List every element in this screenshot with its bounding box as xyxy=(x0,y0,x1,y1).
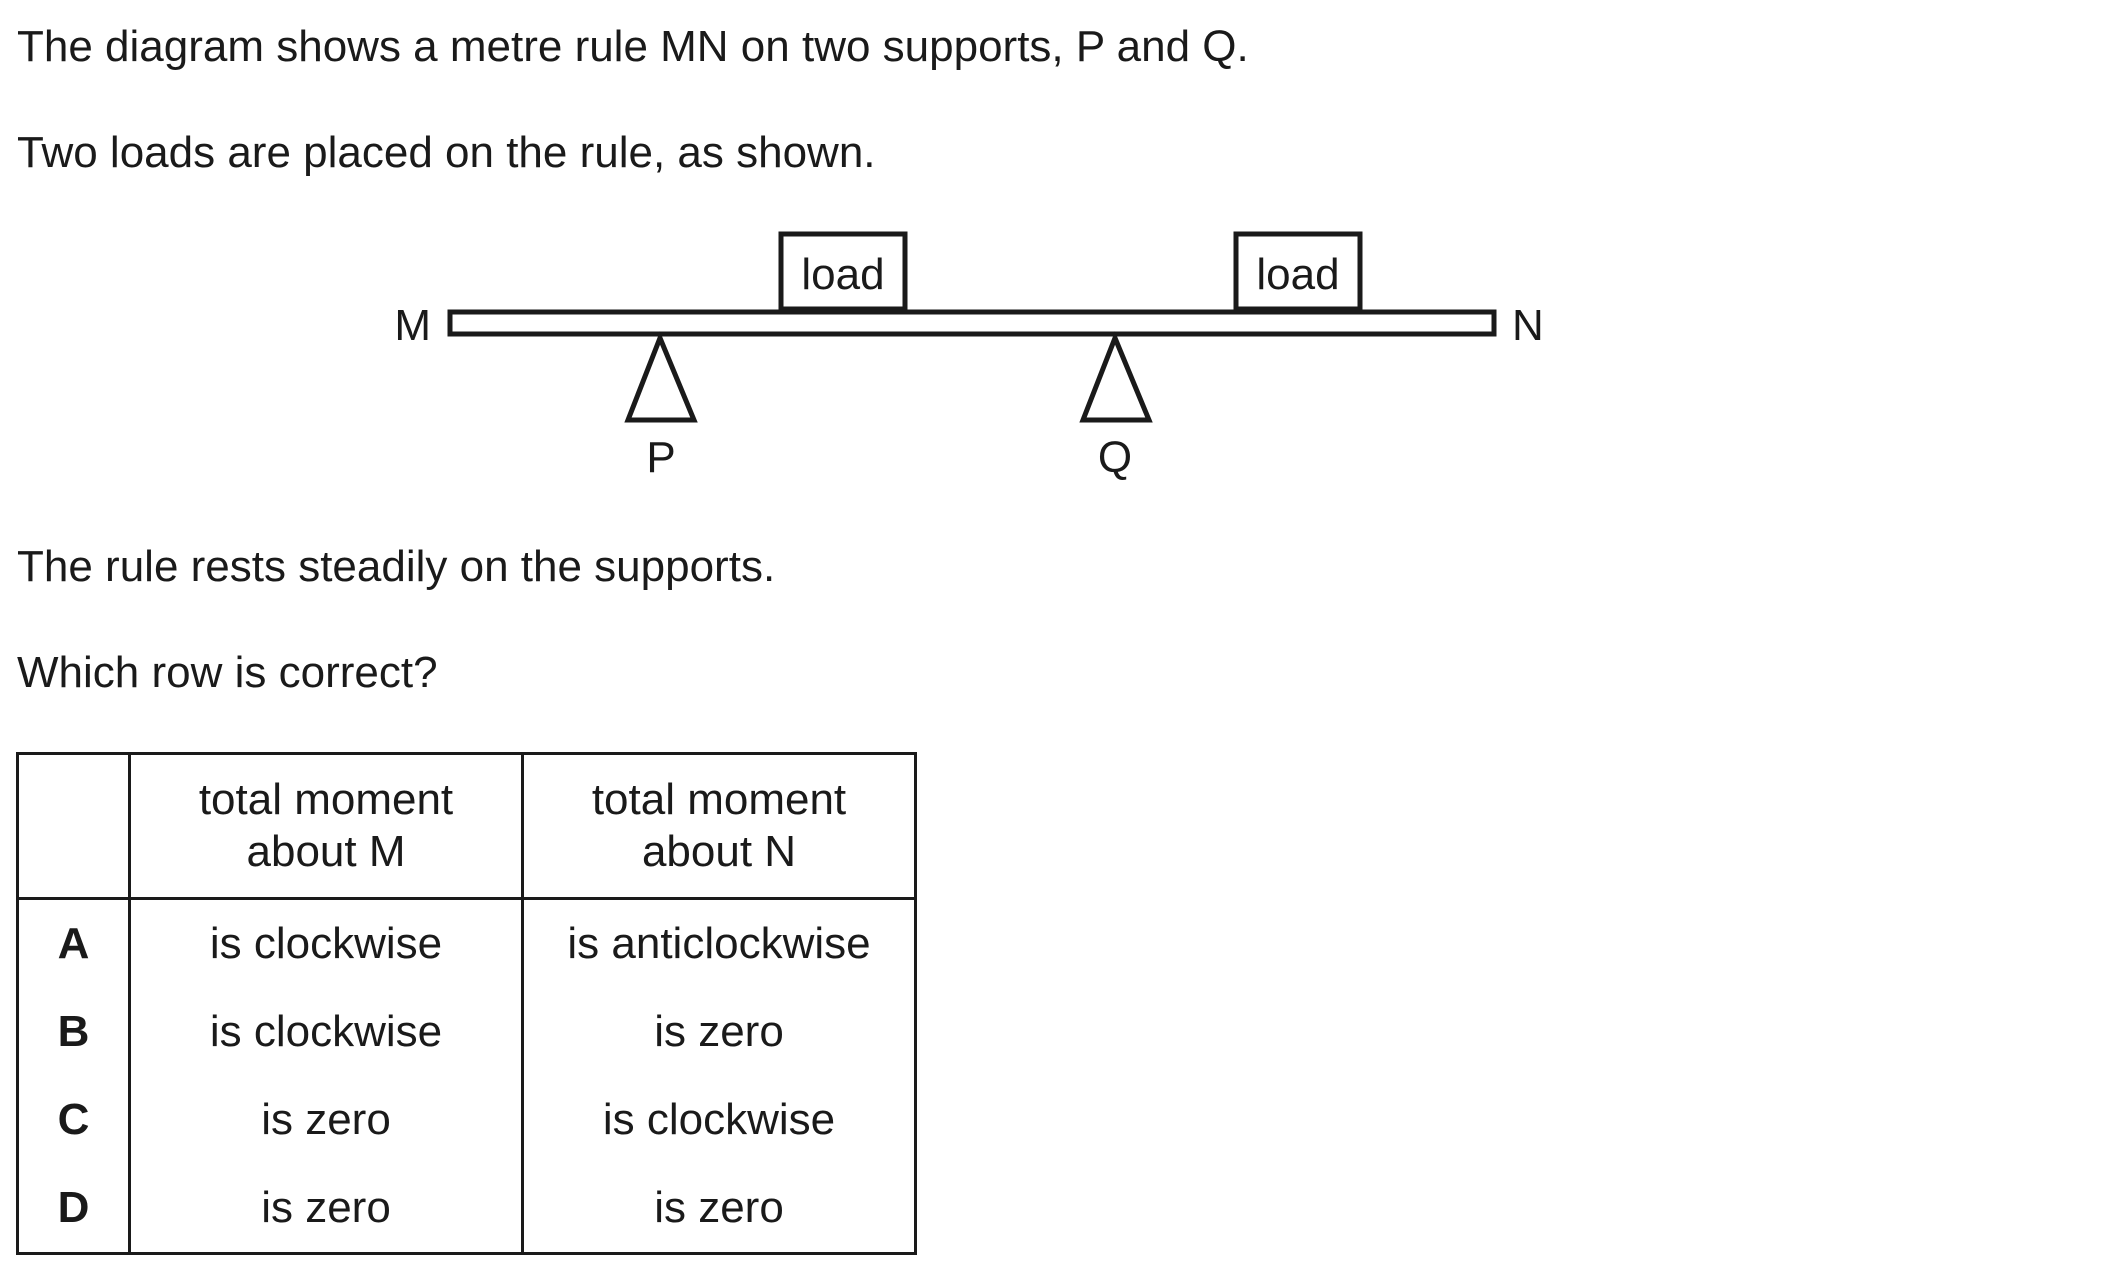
metre-rule xyxy=(447,309,1497,337)
support-q xyxy=(1079,331,1153,423)
header-about-n-line-1: total moment xyxy=(591,775,847,824)
rests-description: The rule rests steadily on the supports. xyxy=(17,542,776,591)
loads-description: Two loads are placed on the rule, as sho… xyxy=(17,128,876,177)
support-label-p: P xyxy=(646,433,675,482)
header-about-n: total moment about N xyxy=(521,752,917,900)
load-label-right: load xyxy=(1256,250,1339,299)
answer-table: total moment about M total moment about … xyxy=(16,752,917,1255)
table-row-a[interactable]: A is clockwise is anticlockwise xyxy=(16,898,917,988)
header-about-m: total moment about M xyxy=(128,752,524,900)
moment-about-n: is anticlockwise xyxy=(521,898,917,988)
load-label-left: load xyxy=(801,250,884,299)
support-p xyxy=(624,331,698,423)
header-about-m-line-1: total moment xyxy=(198,775,454,824)
load-box-right: load xyxy=(1233,231,1363,312)
header-about-m-line-2: about M xyxy=(246,827,406,876)
question-prompt: Which row is correct? xyxy=(17,648,438,697)
moment-about-m: is zero xyxy=(128,1076,524,1164)
moment-about-n: is zero xyxy=(521,1164,917,1255)
row-letter[interactable]: A xyxy=(16,898,131,988)
header-about-n-line-2: about N xyxy=(641,827,797,876)
end-label-n: N xyxy=(1512,301,1544,350)
moment-about-n: is zero xyxy=(521,988,917,1076)
metre-rule-diagram: M N load load P Q xyxy=(394,231,1544,482)
table-row-d[interactable]: D is zero is zero xyxy=(16,1164,917,1255)
question-intro: The diagram shows a metre rule MN on two… xyxy=(17,22,1249,71)
support-label-q: Q xyxy=(1098,433,1132,482)
moment-about-m: is clockwise xyxy=(128,988,524,1076)
moment-about-n: is clockwise xyxy=(521,1076,917,1164)
table-row-c[interactable]: C is zero is clockwise xyxy=(16,1076,917,1164)
table-row-b[interactable]: B is clockwise is zero xyxy=(16,988,917,1076)
moment-about-m: is zero xyxy=(128,1164,524,1255)
row-letter[interactable]: B xyxy=(16,988,131,1076)
row-letter[interactable]: D xyxy=(16,1164,131,1255)
table-header-row: total moment about M total moment about … xyxy=(16,752,917,900)
row-letter[interactable]: C xyxy=(16,1076,131,1164)
header-letter-cell xyxy=(16,752,131,900)
end-label-m: M xyxy=(394,301,431,350)
moment-about-m: is clockwise xyxy=(128,898,524,988)
load-box-left: load xyxy=(778,231,908,312)
